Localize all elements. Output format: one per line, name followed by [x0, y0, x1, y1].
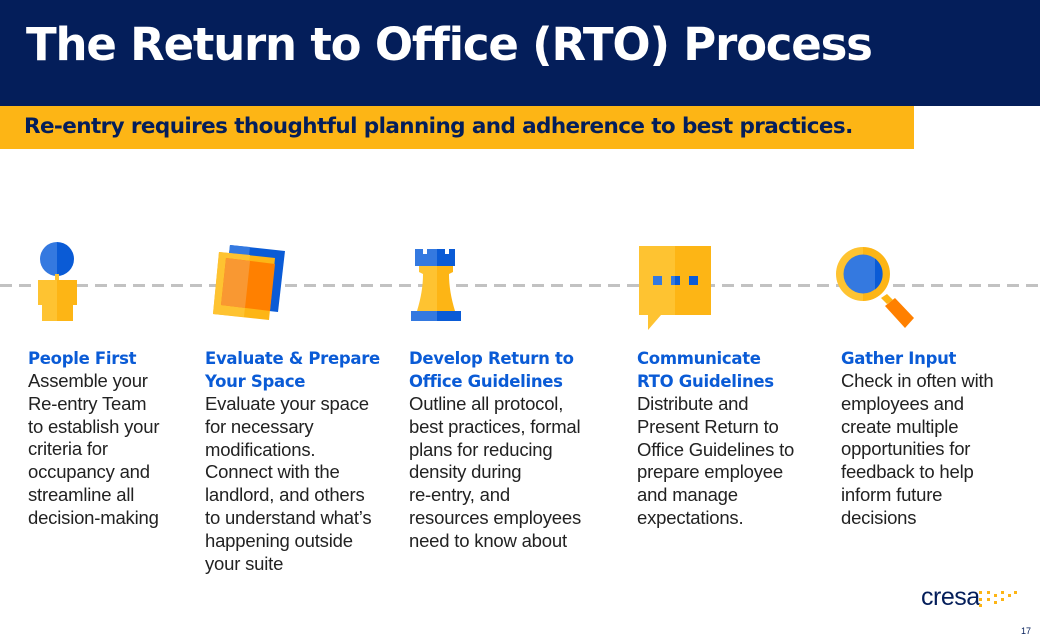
step-description: Distribute and Present Return to Office …	[637, 393, 795, 528]
step-description: Assemble your Re-entry Team to establish…	[28, 370, 160, 528]
step-title: Gather Input	[841, 349, 957, 368]
cresa-logo: cresa	[921, 583, 980, 611]
subtitle-banner: Re-entry requires thoughtful planning an…	[0, 106, 914, 149]
step-description: Outline all protocol, best practices, fo…	[409, 393, 582, 551]
step-communicate-guidelines: Communicate RTO Guidelines Distribute an…	[637, 347, 832, 530]
step-evaluate-prepare-space: Evaluate & Prepare Your Space Evaluate y…	[205, 347, 400, 575]
step-title: Evaluate & Prepare Your Space	[205, 349, 380, 391]
step-gather-input: Gather Input Check in often with employe…	[841, 347, 1036, 530]
step-title: Develop Return to Office Guidelines	[409, 349, 574, 391]
step-develop-guidelines: Develop Return to Office Guidelines Outl…	[409, 347, 624, 553]
page-number: 17	[1021, 626, 1032, 636]
step-title: People First	[28, 349, 137, 368]
step-description: Evaluate your space for necessary modifi…	[205, 393, 372, 574]
chess-rook-icon	[411, 249, 461, 321]
title-bar: The Return to Office (RTO) Process	[0, 0, 1040, 106]
step-description: Check in often with employees and create…	[841, 370, 994, 528]
layered-squares-icon	[213, 245, 285, 320]
slide-title: The Return to Office (RTO) Process	[26, 18, 873, 71]
person-icon	[38, 242, 77, 321]
step-title: Communicate RTO Guidelines	[637, 349, 774, 391]
magnifying-glass-icon	[836, 247, 914, 328]
speech-bubble-icon	[639, 246, 711, 330]
slide-subtitle: Re-entry requires thoughtful planning an…	[24, 114, 853, 139]
dashed-timeline	[0, 284, 1040, 287]
step-people-first: People First Assemble your Re-entry Team…	[28, 347, 198, 530]
logo-dots-icon	[979, 591, 1017, 607]
